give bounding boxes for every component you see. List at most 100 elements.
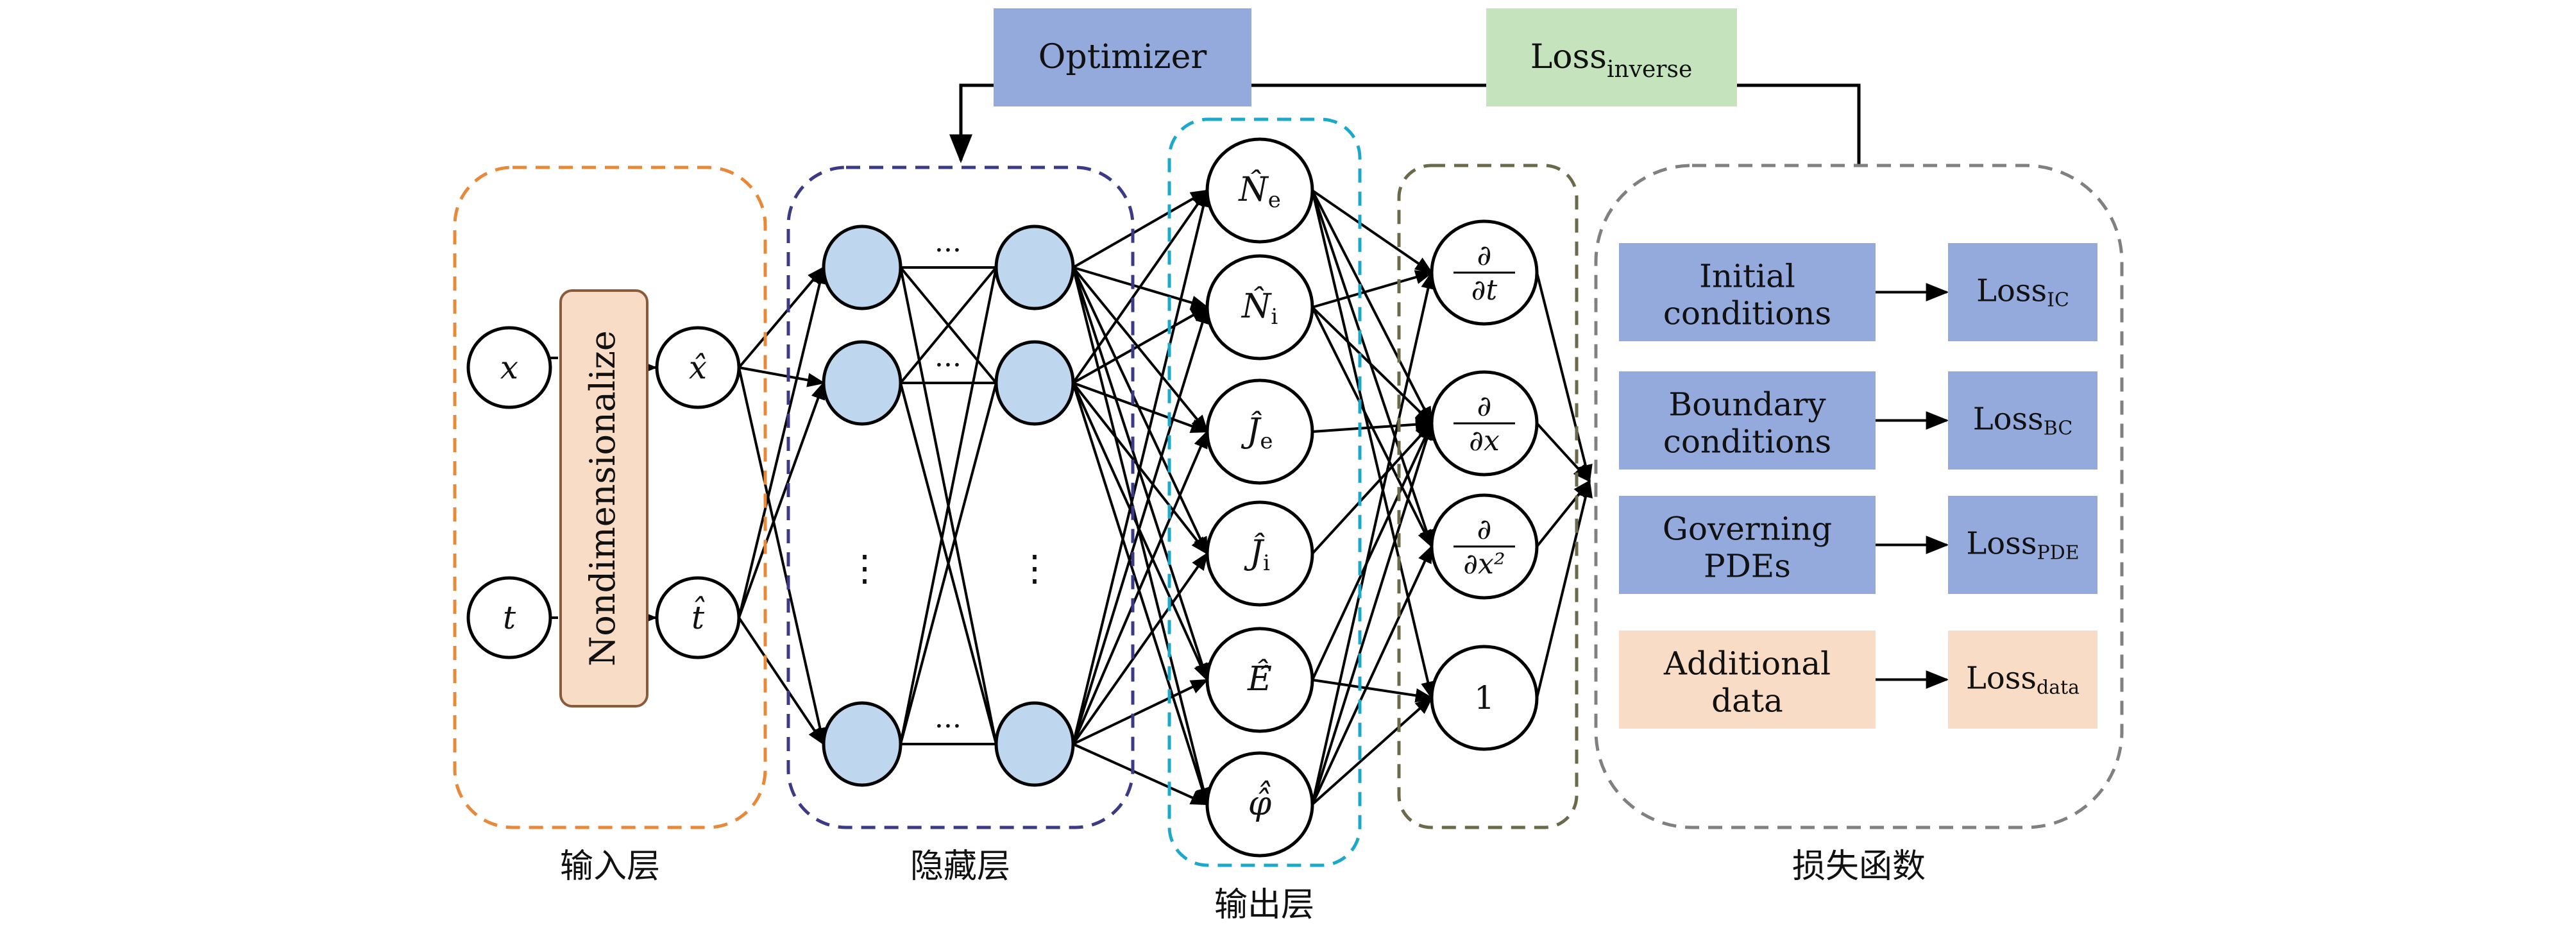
output-to-derivative-edge xyxy=(1311,271,1436,805)
output-to-derivative-edge xyxy=(1312,270,1434,309)
output-to-derivative-edge xyxy=(1311,545,1433,805)
output-node-circle xyxy=(1205,627,1314,733)
hidden-ellipsis-row1: ··· xyxy=(935,234,962,267)
output-node-circle xyxy=(1205,137,1314,244)
nondimensionalize-box xyxy=(559,289,648,707)
input-to-hidden-edge xyxy=(738,367,827,746)
derivative-layer: ∂∂t∂∂x∂∂x²1 xyxy=(1430,219,1539,751)
output-node-label: φ̂̂ xyxy=(1248,781,1272,823)
hidden-to-output-edge xyxy=(1072,189,1209,269)
hidden-to-output-edge xyxy=(1072,382,1208,682)
hidden-to-output-edge xyxy=(1072,430,1208,745)
derivative-node: 1 xyxy=(1430,645,1539,751)
output-node-label: N̂e xyxy=(1237,170,1281,213)
loss-term-box xyxy=(1948,243,2097,341)
loss-source-line2: PDEs xyxy=(1704,548,1791,585)
derivative-node-label: 1 xyxy=(1474,679,1495,716)
derivative-node: ∂∂x xyxy=(1430,370,1539,477)
loss-source-line1: Governing xyxy=(1663,511,1832,548)
output-node-circle xyxy=(1205,378,1314,485)
derivative-denominator: ∂x² xyxy=(1463,548,1505,580)
input-to-hidden-edge xyxy=(738,366,826,387)
normalized-node-t xyxy=(655,576,741,659)
input-node-x xyxy=(466,326,552,409)
hidden-neuron xyxy=(822,225,902,310)
loss-source-line1: Boundary xyxy=(1668,386,1826,423)
hidden-neuron xyxy=(822,340,902,426)
output-to-derivative-edge xyxy=(1312,417,1434,433)
hidden-to-hidden-edge xyxy=(899,267,997,745)
hidden-to-output-edge xyxy=(1072,306,1209,384)
hidden-to-output-edge xyxy=(1072,266,1208,434)
hidden-to-output-edge xyxy=(1072,382,1210,806)
derivative-denominator: ∂x xyxy=(1469,425,1500,457)
input-layer: x t Nondimensionalize x̂ t̂ xyxy=(466,289,741,707)
derivative-numerator: ∂ xyxy=(1477,513,1492,546)
output-node-label: Ê̂ xyxy=(1247,659,1272,699)
input-to-hidden-edge xyxy=(738,266,827,618)
loss-term-box xyxy=(1948,496,2097,594)
derivative-denominator: ∂t xyxy=(1471,274,1498,307)
derivative-node: ∂∂x² xyxy=(1430,493,1539,600)
output-to-derivative-edge xyxy=(1311,190,1433,425)
feedback-line xyxy=(949,83,1861,164)
hidden-layer-group xyxy=(786,165,1135,829)
normalized-x-label: x̂ xyxy=(689,349,707,386)
derivative-numerator: ∂ xyxy=(1477,239,1492,272)
loss-source-line1: Additional xyxy=(1663,645,1831,682)
hidden-to-output-edge xyxy=(1072,305,1210,745)
input-node-t xyxy=(466,576,552,659)
output-node: N̂e xyxy=(1205,137,1314,244)
derivative-to-loss-edge xyxy=(1536,422,1591,483)
hidden-to-output-edge xyxy=(1072,267,1208,555)
hidden-neuron xyxy=(994,701,1075,787)
output-node-circle xyxy=(1205,254,1314,360)
derivative-to-loss-edge xyxy=(1536,479,1593,699)
derivative-to-loss-edge xyxy=(1536,272,1593,483)
output-node: φ̂̂ xyxy=(1205,751,1314,858)
normalized-t-label: t̂ xyxy=(691,595,705,636)
input-to-hidden-edge xyxy=(738,266,825,369)
output-node: Ĵi xyxy=(1205,500,1314,607)
input-to-hidden-edge xyxy=(738,381,825,618)
loss-source-box xyxy=(1619,371,1876,470)
loss-source-box xyxy=(1619,496,1876,594)
loss-term-label: Lossdata xyxy=(1966,661,2080,699)
input-x-label: x xyxy=(500,349,518,386)
loss-source-line1: Initial xyxy=(1699,258,1795,295)
output-to-derivative-edge xyxy=(1311,421,1433,555)
loss-term-box xyxy=(1948,631,2097,729)
hidden-to-output-edge xyxy=(1072,267,1210,806)
output-layer-group xyxy=(1167,117,1362,867)
output-to-derivative-edge xyxy=(1311,190,1436,700)
hidden-layer: ··· ··· ··· ⋮ ⋮ xyxy=(822,225,1075,787)
loss-source-line2: data xyxy=(1711,682,1783,720)
hidden-to-output-edge xyxy=(1072,679,1209,745)
output-layer-caption: 输出层 xyxy=(1214,886,1314,924)
loss-function-caption: 损失函数 xyxy=(1792,847,1926,886)
output-node: N̂i xyxy=(1205,254,1314,360)
optimizer-box xyxy=(994,8,1251,106)
loss-term-box xyxy=(1948,371,2097,470)
loss-inverse-box xyxy=(1486,8,1737,106)
derivative-node: ∂∂t xyxy=(1430,219,1539,326)
output-to-derivative-edge xyxy=(1311,697,1434,806)
loss-term-label: LossBC xyxy=(1973,402,2073,440)
output-to-derivative-edge xyxy=(1312,679,1434,703)
derivative-node-circle xyxy=(1430,645,1539,751)
input-to-hidden-edge xyxy=(738,616,825,746)
output-node: Ĵe xyxy=(1205,378,1314,485)
input-layer-group xyxy=(453,165,767,829)
output-to-derivative-edge xyxy=(1311,421,1433,681)
loss-source-line2: conditions xyxy=(1663,423,1831,461)
loss-term-label: LossPDE xyxy=(1966,526,2079,564)
hidden-to-output-edge xyxy=(1072,382,1209,433)
hidden-to-output-edge xyxy=(1072,189,1208,384)
loss-term-label: LossIC xyxy=(1976,273,2069,312)
network-edges xyxy=(738,189,1593,806)
hidden-neuron xyxy=(822,701,902,787)
nondimensionalize-label: Nondimensionalize xyxy=(582,330,623,666)
